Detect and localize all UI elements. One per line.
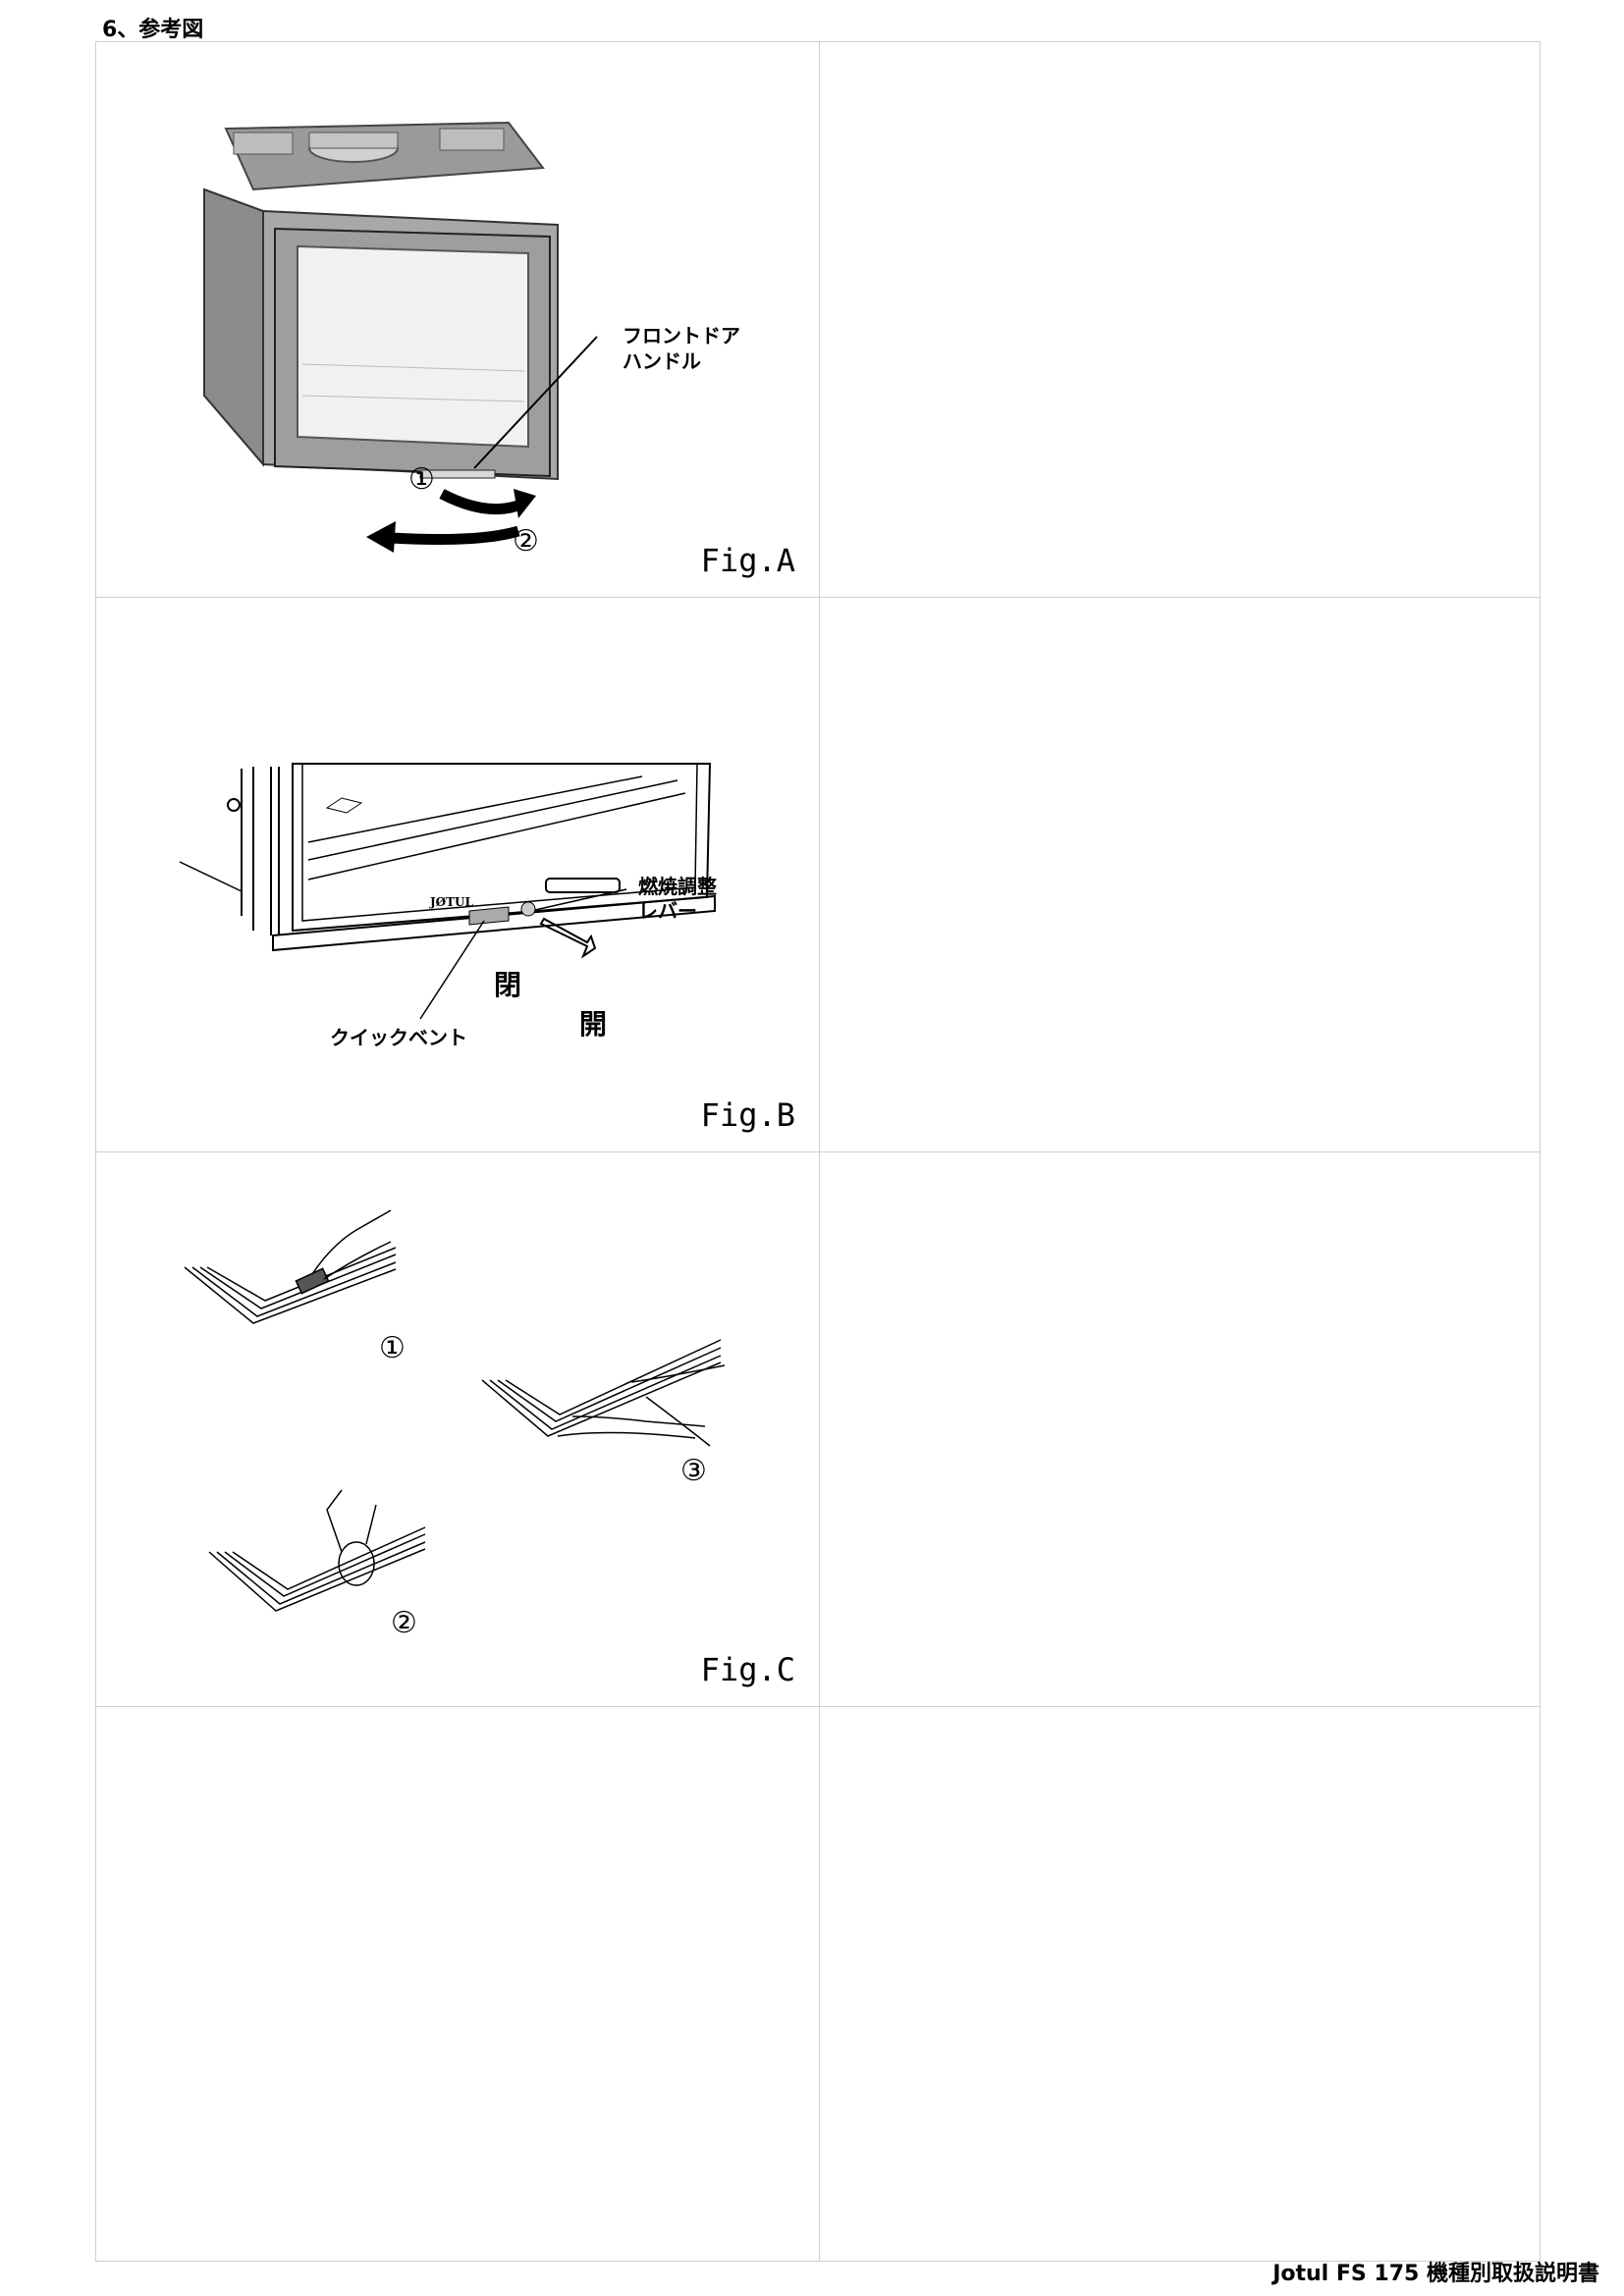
figure-c-illustration: ① ③ ② <box>184 1209 726 1640</box>
quick-vent-label: クイックベント <box>330 1026 467 1049</box>
figure-a-illustration: フロントドア ハンドル ① ② <box>203 121 740 559</box>
figure-c-cell: ① ③ ② <box>96 1151 819 1706</box>
figure-b-caption: Fig.B <box>700 1096 795 1134</box>
figure-a-caption: Fig.A <box>700 542 795 579</box>
cleaning-step-2-drawing <box>208 1489 426 1612</box>
step-3-marker: ③ <box>680 1454 707 1488</box>
row-divider <box>96 597 1540 598</box>
close-direction-label: 閉 <box>494 969 521 1001</box>
step-2-marker: ② <box>391 1606 417 1640</box>
combustion-lever-label-line1: 燃焼調整 <box>638 875 717 898</box>
row-divider <box>96 1706 1540 1707</box>
figure-b-illustration: JØTUL 燃焼調整 レバー 閉 開 クイックベント <box>179 763 717 1049</box>
cleaning-step-1-drawing <box>184 1209 397 1324</box>
open-direction-label: 開 <box>579 1008 607 1041</box>
section-title: 6、参考図 <box>102 18 204 42</box>
figure-b-cell: JØTUL 燃焼調整 レバー 閉 開 クイックベント Fig.B <box>96 597 819 1151</box>
figure-c-caption: Fig.C <box>700 1651 795 1688</box>
step-1-marker: ① <box>379 1331 406 1365</box>
door-handle-label-line1: フロントドア <box>623 324 740 347</box>
door-handle-label-line2: ハンドル <box>623 349 701 373</box>
document-footer: Jotul FS 175 機種別取扱説明書 <box>1272 2262 1599 2286</box>
cleaning-step-3-drawing <box>481 1339 726 1447</box>
jotul-logo: JØTUL <box>429 895 474 909</box>
row-divider <box>96 1151 1540 1152</box>
reference-figure-grid: フロントドア ハンドル ① ② Fig.A <box>95 41 1541 2262</box>
combustion-lever-label-line2: レバー <box>638 899 697 923</box>
step-2-marker: ② <box>513 524 539 559</box>
step-1-marker: ① <box>408 462 435 497</box>
figure-a-cell: フロントドア ハンドル ① ② Fig.A <box>96 42 819 597</box>
